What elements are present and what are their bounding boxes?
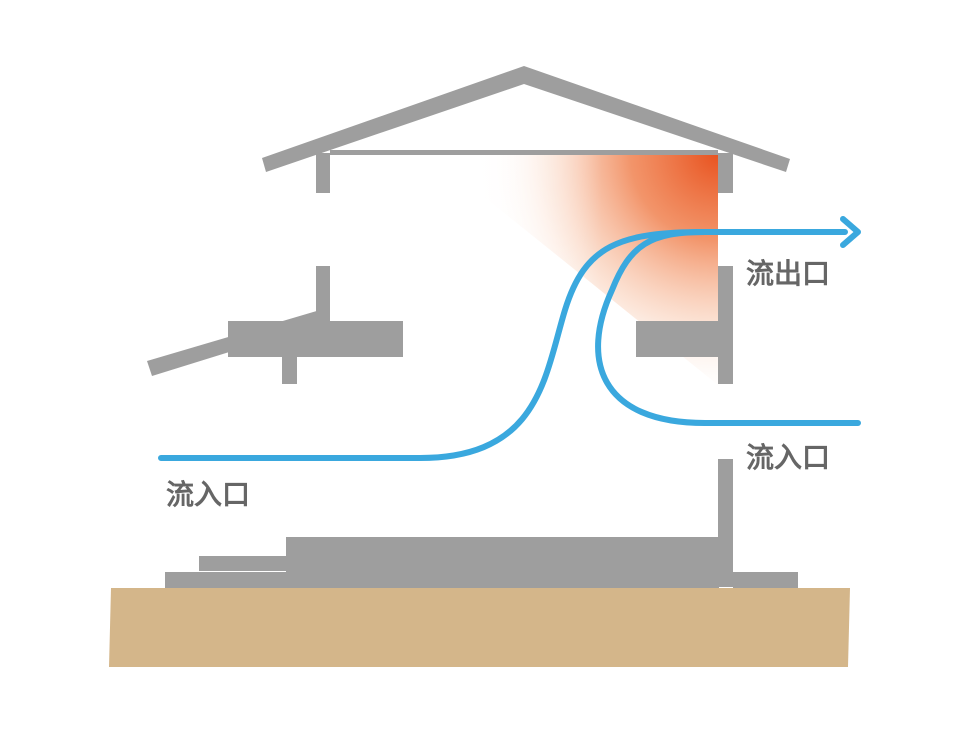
inlet-label-right: 流入口	[746, 441, 831, 474]
foundation-steps	[165, 537, 798, 588]
upper-left-wall-lower	[316, 266, 330, 321]
left-floor-post	[282, 356, 297, 384]
left-floor-slab	[228, 321, 403, 357]
ground	[109, 588, 850, 667]
upper-left-wall-top	[316, 153, 330, 193]
right-wall-middle	[718, 266, 733, 384]
right-floor-slab	[636, 321, 718, 357]
outflow-arrow-head	[840, 216, 861, 248]
airflow-path-right	[595, 229, 861, 426]
upper-right-wall-top	[718, 153, 733, 193]
roof	[262, 66, 790, 172]
right-wall-lower	[718, 459, 733, 587]
inlet-label-left: 流入口	[166, 478, 251, 511]
outlet-label: 流出口	[746, 257, 831, 290]
airflow-path-left	[158, 229, 708, 461]
